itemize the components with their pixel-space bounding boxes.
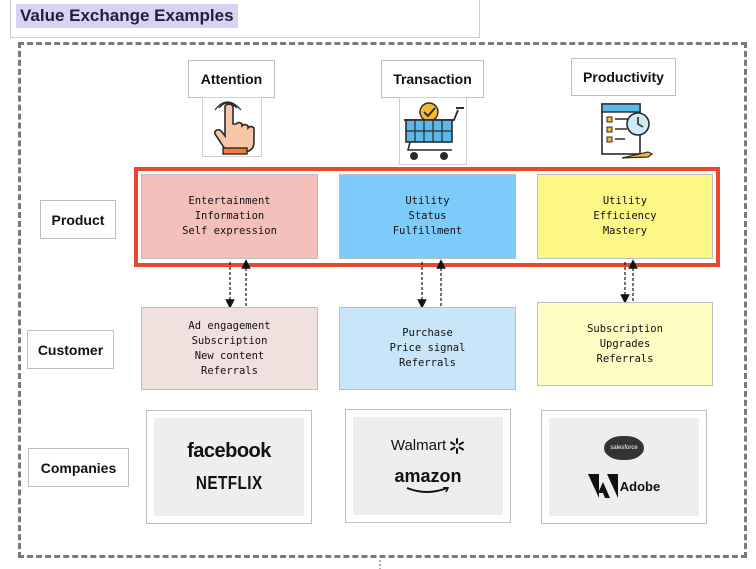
cell-line: Price signal xyxy=(389,342,466,354)
cell-line: Referrals xyxy=(201,364,258,377)
companies-box-attention: facebook NETFLIX xyxy=(146,410,312,524)
companies-box-transaction: Walmart amazon xyxy=(345,409,511,523)
diagram-frame xyxy=(18,42,747,558)
cell-line: Upgrades xyxy=(599,337,651,350)
column-header-transaction: Transaction xyxy=(381,60,484,98)
productivity-icon-box xyxy=(596,100,660,164)
column-header-productivity: Productivity xyxy=(571,58,676,96)
attention-icon-box xyxy=(202,97,262,157)
walmart-logo: Walmart xyxy=(391,437,465,454)
netflix-logo: NETFLIX xyxy=(195,473,263,493)
walmart-spark-icon xyxy=(450,437,465,454)
amazon-wordmark: amazon xyxy=(394,466,462,486)
diagram-title: Value Exchange Examples xyxy=(16,4,238,28)
product-cell-attention: Entertainment Information Self expressio… xyxy=(141,174,318,259)
adobe-logo: Adobe xyxy=(587,474,661,498)
shopping-cart-icon xyxy=(404,102,464,160)
customer-cell-attention: Ad engagement Subscription New content R… xyxy=(141,307,318,390)
companies-box-productivity: salesforce Adobe xyxy=(541,410,707,524)
amazon-logo: amazon xyxy=(394,466,462,495)
cell-line: Entertainment xyxy=(188,195,271,207)
logo-panel: salesforce Adobe xyxy=(549,418,699,516)
product-cell-transaction: Utility Status Fulfillment xyxy=(339,174,516,259)
cell-line: New content xyxy=(194,349,265,362)
walmart-wordmark: Walmart xyxy=(390,437,447,454)
transaction-icon-box xyxy=(399,97,467,165)
row-label-customer: Customer xyxy=(27,330,114,369)
product-cell-productivity: Utility Efficiency Mastery xyxy=(537,174,713,259)
cell-line: Information xyxy=(194,210,265,222)
cell-line: Utility xyxy=(405,195,450,207)
product-highlight-frame xyxy=(134,167,720,267)
cell-line: Utility xyxy=(602,195,648,207)
cell-line: Self expression xyxy=(182,225,277,237)
cell-line: Referrals xyxy=(399,357,456,369)
cell-line: Status xyxy=(408,210,447,222)
adobe-wordmark: Adobe xyxy=(619,478,661,494)
cell-line: Purchase xyxy=(402,327,453,339)
cell-line: Subscription xyxy=(191,334,268,347)
logo-panel: Walmart amazon xyxy=(353,417,503,515)
cell-line: Subscription xyxy=(587,322,663,335)
cell-line: Efficiency xyxy=(593,210,657,222)
cell-line: Ad engagement xyxy=(188,319,271,332)
customer-cell-transaction: Purchase Price signal Referrals xyxy=(339,307,516,390)
task-clock-icon xyxy=(601,103,654,159)
customer-cell-productivity: Subscription Upgrades Referrals xyxy=(537,302,713,386)
logo-panel: facebook NETFLIX xyxy=(154,418,304,516)
row-label-product: Product xyxy=(40,200,116,239)
row-label-companies: Companies xyxy=(28,448,129,487)
cell-line: Mastery xyxy=(602,225,648,237)
cell-line: Fulfillment xyxy=(392,225,463,237)
cell-line: Referrals xyxy=(596,352,654,365)
adobe-a-icon xyxy=(587,474,618,498)
amazon-smile-icon xyxy=(406,487,450,493)
salesforce-logo: salesforce xyxy=(604,436,644,460)
pointing-hand-icon xyxy=(213,101,255,155)
facebook-logo: facebook xyxy=(187,440,271,462)
